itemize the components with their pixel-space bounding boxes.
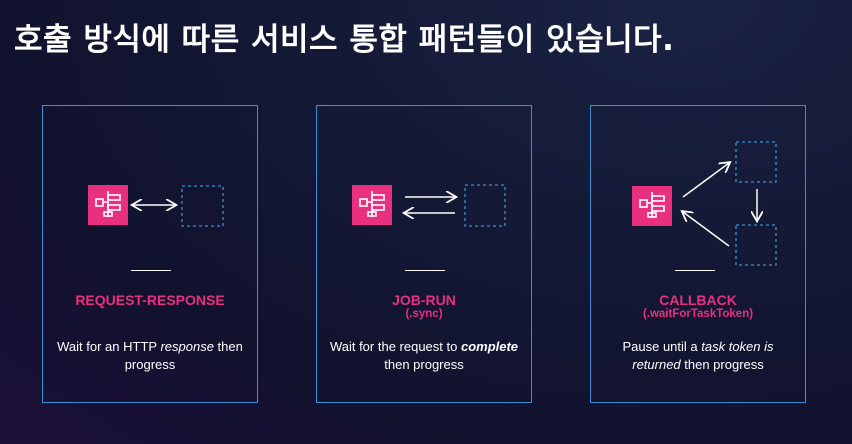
divider bbox=[131, 270, 171, 271]
card-heading: CALLBACK bbox=[659, 292, 737, 308]
request-response-diagram bbox=[88, 185, 224, 227]
service-box-top bbox=[735, 141, 777, 183]
step-functions-icon bbox=[352, 185, 392, 225]
page-title: 호출 방식에 따른 서비스 통합 패턴들이 있습니다. bbox=[14, 22, 675, 58]
card-request-response: REQUEST-RESPONSE Wait for an HTTP respon… bbox=[42, 105, 258, 403]
card-heading: REQUEST-RESPONSE bbox=[75, 292, 225, 308]
divider bbox=[675, 270, 715, 271]
step-functions-icon bbox=[632, 186, 672, 226]
card-subheading: (.sync) bbox=[405, 308, 443, 320]
divider bbox=[405, 270, 445, 271]
card-job-run: JOB-RUN (.sync) Wait for the request to … bbox=[316, 105, 532, 403]
step-functions-icon bbox=[88, 185, 128, 225]
callback-diagram bbox=[632, 141, 777, 266]
card-description: Pause until a task token is returned the… bbox=[622, 339, 774, 372]
card-heading: JOB-RUN bbox=[392, 292, 456, 308]
card-callback: CALLBACK (.waitForTaskToken) Pause until… bbox=[590, 105, 806, 403]
job-run-diagram bbox=[352, 184, 506, 227]
card-subheading: (.waitForTaskToken) bbox=[642, 308, 754, 320]
card-description: Wait for an HTTP response then progress bbox=[57, 339, 243, 372]
service-box bbox=[181, 185, 224, 227]
card-description: Wait for the request to complete then pr… bbox=[329, 339, 519, 372]
service-box bbox=[464, 184, 506, 227]
callback-arrow bbox=[683, 212, 730, 247]
service-box-bottom bbox=[735, 224, 777, 266]
dispatch-arrow bbox=[682, 163, 729, 198]
